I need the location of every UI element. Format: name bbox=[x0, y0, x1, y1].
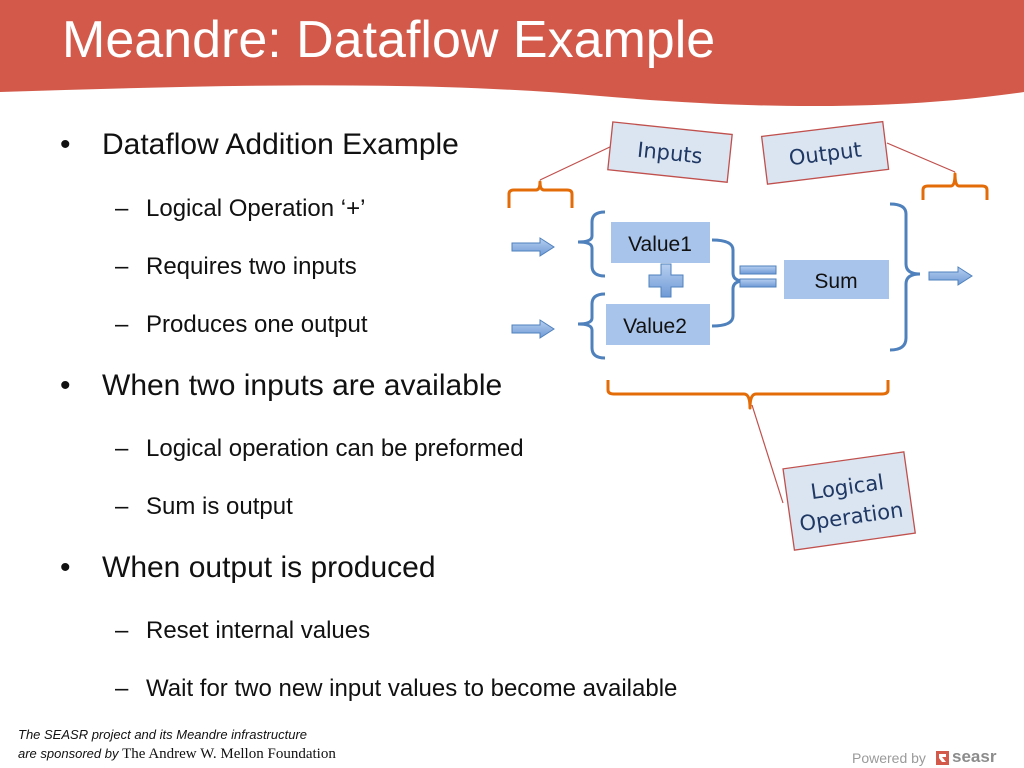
output-brace bbox=[921, 172, 989, 200]
sponsor-prefix: are sponsored by bbox=[18, 746, 123, 761]
operands-right-bracket bbox=[711, 238, 745, 328]
inputs-brace bbox=[507, 180, 574, 208]
sponsor-line-2: are sponsored by The Andrew W. Mellon Fo… bbox=[18, 746, 336, 763]
inputs-callout: Inputs bbox=[607, 121, 733, 183]
sponsor-line-1: The SEASR project and its Meandre infras… bbox=[18, 727, 308, 742]
inputs-connector-line bbox=[539, 145, 613, 181]
plus-icon bbox=[648, 263, 684, 298]
equals-icon bbox=[739, 265, 777, 288]
output-callout: Output bbox=[760, 120, 890, 185]
seasr-brand: seasr bbox=[952, 747, 997, 766]
value2-left-bracket bbox=[577, 292, 606, 360]
value2-label: Value2 bbox=[623, 315, 687, 338]
input1-arrow-icon bbox=[511, 237, 555, 257]
title-banner bbox=[0, 0, 1024, 107]
value1-box: Value1 bbox=[611, 222, 710, 263]
sum-box: Sum bbox=[784, 260, 889, 299]
sponsor-org: The Andrew W. Mellon Foundation bbox=[122, 746, 336, 762]
seasr-logo-icon bbox=[936, 751, 949, 765]
slide-title: Meandre: Dataflow Example bbox=[62, 11, 716, 69]
output-connector-line bbox=[886, 142, 956, 173]
input2-arrow-icon bbox=[511, 319, 555, 339]
result-right-bracket bbox=[889, 202, 921, 352]
powered-by-label: Powered by bbox=[852, 750, 926, 766]
output-arrow-icon bbox=[928, 266, 973, 286]
logical-operation-callout: Logical Operation bbox=[782, 451, 916, 551]
logical-operation-brace bbox=[606, 380, 890, 410]
value1-label: Value1 bbox=[628, 233, 692, 256]
value2-box: Value2 bbox=[606, 304, 710, 345]
value1-left-bracket bbox=[577, 210, 606, 278]
sum-label: Sum bbox=[814, 270, 857, 293]
logical-op-connector-line bbox=[751, 404, 784, 504]
